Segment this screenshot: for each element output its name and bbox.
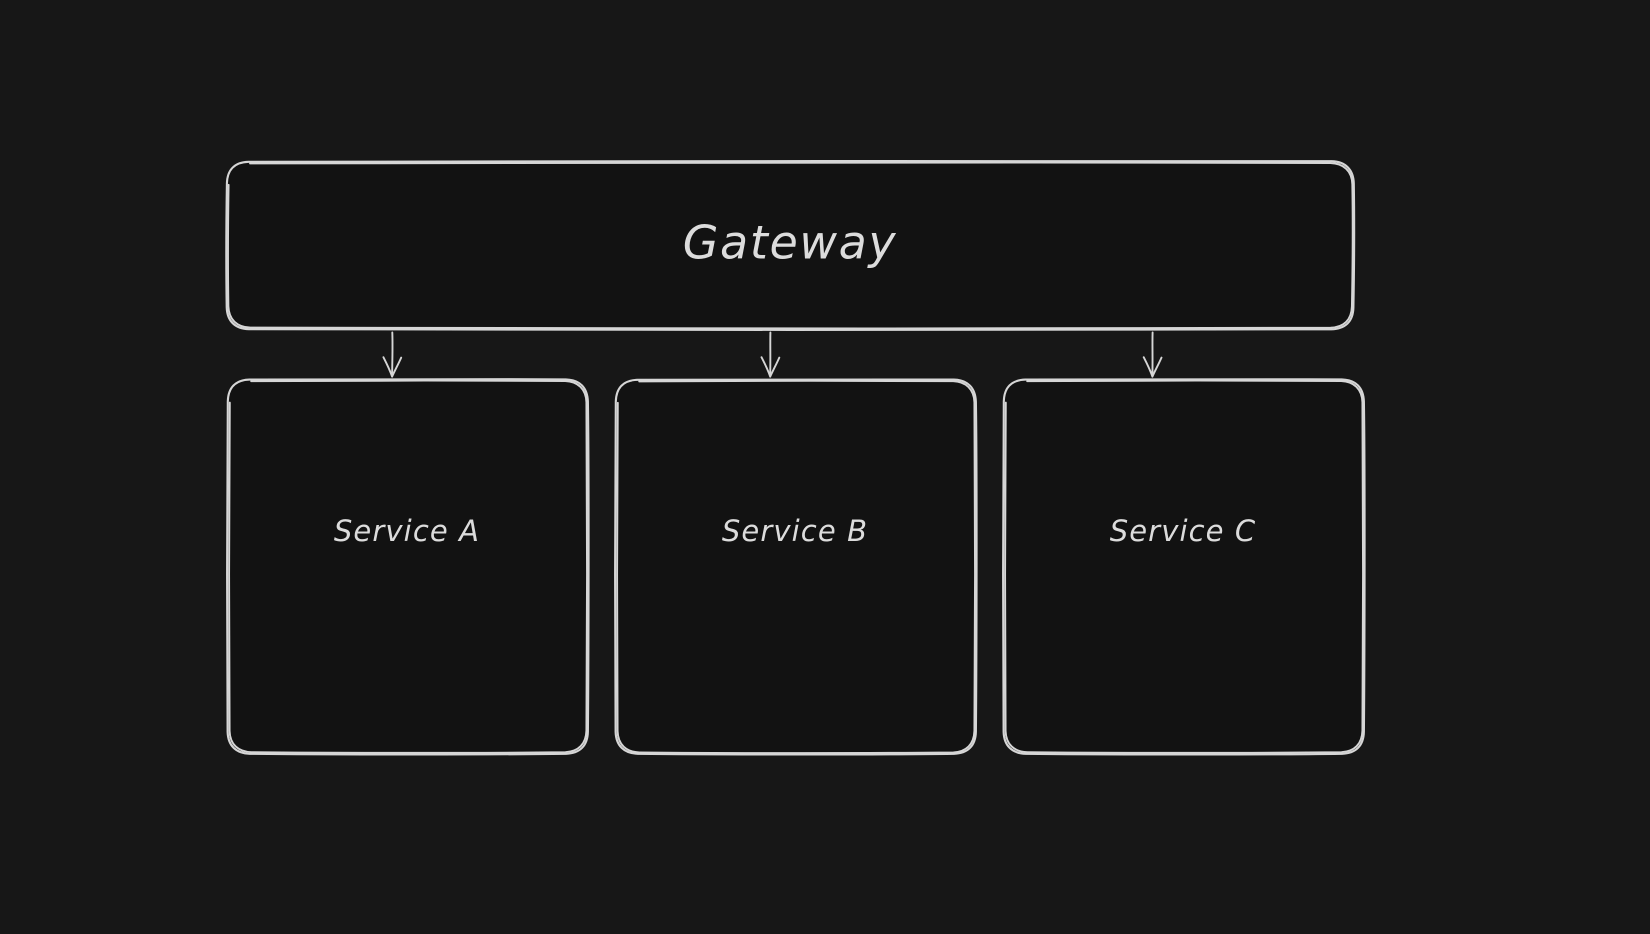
node-service-c[interactable]: Service C	[1002, 378, 1366, 756]
gateway-box-outline	[225, 159, 1356, 331]
edge-gateway-service-b[interactable]	[760, 331, 781, 378]
service-a-box-fill	[227, 380, 588, 754]
node-service-b[interactable]: Service B	[614, 378, 978, 756]
edge-a-arrowhead	[382, 356, 403, 378]
gateway-box-outline-second-pass	[227, 161, 1354, 330]
service-b-box-fill	[615, 380, 976, 754]
service-b-box-outline-second-pass	[616, 379, 976, 755]
gateway-box-fill	[226, 161, 1354, 329]
service-a-box-outline-second-pass	[228, 379, 588, 754]
service-b-label: Service B	[722, 514, 868, 548]
edge-c-arrowhead	[1142, 356, 1163, 378]
service-c-box-outline	[1002, 378, 1366, 756]
gateway-label: Gateway	[683, 216, 897, 270]
service-c-box-outline-second-pass	[1004, 379, 1364, 754]
service-a-label: Service A	[334, 514, 480, 548]
edge-gateway-service-a[interactable]	[382, 331, 403, 378]
node-service-a[interactable]: Service A	[226, 378, 590, 756]
service-b-box-outline	[614, 378, 978, 756]
edge-b-arrowhead	[760, 356, 781, 378]
service-a-box-outline	[226, 378, 590, 756]
node-gateway[interactable]: Gateway	[225, 159, 1356, 331]
service-c-label: Service C	[1110, 514, 1257, 548]
service-c-box-fill	[1003, 380, 1364, 754]
edge-gateway-service-c[interactable]	[1142, 331, 1163, 378]
